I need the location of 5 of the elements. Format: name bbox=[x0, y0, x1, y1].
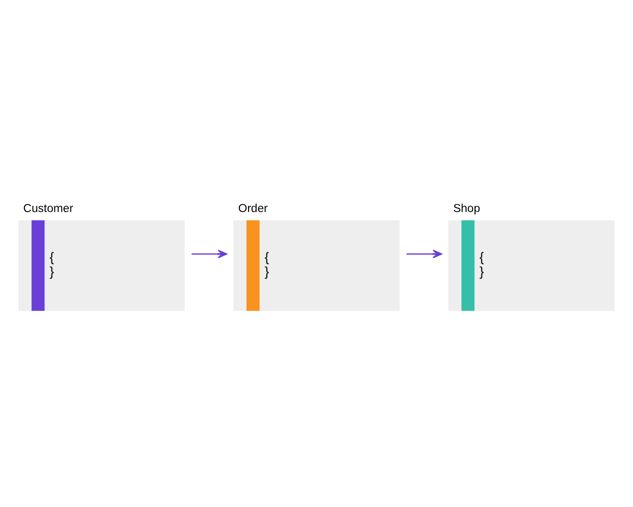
node-label: Order bbox=[238, 202, 268, 215]
arrow bbox=[406, 249, 442, 258]
arrow bbox=[192, 249, 228, 258]
node-label: Customer bbox=[23, 202, 74, 215]
node-label: Shop bbox=[453, 202, 480, 215]
